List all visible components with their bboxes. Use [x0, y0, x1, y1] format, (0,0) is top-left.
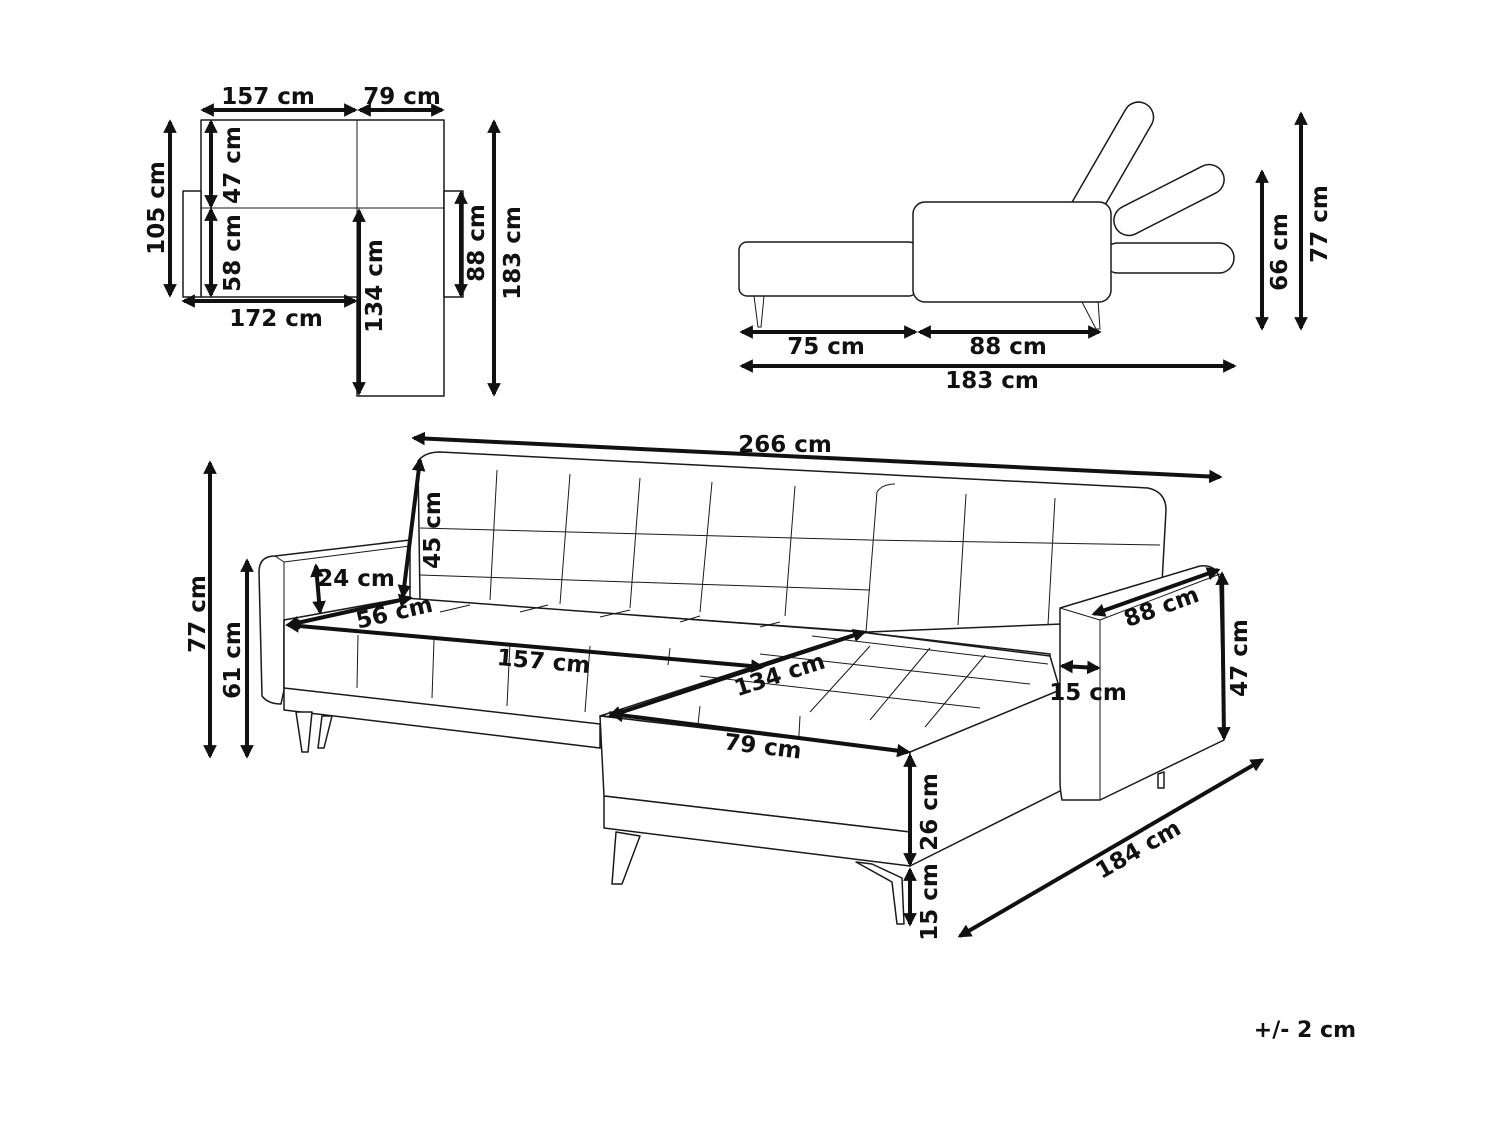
sofa-leg-front-right	[855, 861, 905, 925]
label-77-main: 77 cm	[185, 575, 211, 653]
sofa-leg-front-left	[611, 831, 641, 885]
sofa-leg-right-arm	[1157, 771, 1165, 789]
label-157-top: 157 cm	[221, 84, 315, 110]
top-view-plan: 157 cm 79 cm 105 cm 47 cm 58 cm 172 cm 1…	[144, 84, 526, 397]
dim-arrow-184	[957, 758, 1265, 938]
sofa-leg-back	[317, 715, 333, 749]
side-back-cushion	[912, 201, 1112, 303]
label-24: 24 cm	[317, 566, 395, 592]
side-seat	[738, 241, 918, 297]
label-26: 26 cm	[917, 773, 943, 851]
label-58-top: 58 cm	[220, 214, 246, 292]
left-arm-top-edge	[274, 545, 411, 620]
side-leg-right	[1080, 299, 1101, 330]
side-view: 75 cm 88 cm 183 cm 66 cm 77 cm	[738, 101, 1333, 394]
label-66-side: 66 cm	[1267, 213, 1293, 291]
tolerance-note: +/- 2 cm	[1254, 1018, 1356, 1043]
label-134-top: 134 cm	[362, 239, 388, 333]
dim-arrow-88-main	[1091, 567, 1221, 617]
side-leg-left	[753, 295, 765, 328]
label-77-side: 77 cm	[1307, 185, 1333, 263]
sofa-leg-left	[295, 711, 313, 753]
label-61: 61 cm	[220, 621, 246, 699]
label-15-arm: 15 cm	[1049, 680, 1127, 706]
backrest-tufting	[419, 469, 1161, 633]
label-183-top: 183 cm	[500, 206, 526, 300]
main-perspective-view: 266 cm 45 cm 24 cm 56 cm 157 cm 134 cm 8…	[185, 431, 1265, 941]
dim-arrow-45	[397, 457, 426, 599]
label-88-top: 88 cm	[464, 204, 490, 282]
label-45: 45 cm	[420, 491, 446, 569]
label-47-top: 47 cm	[220, 126, 246, 204]
label-47-main: 47 cm	[1227, 619, 1253, 697]
dim-arrow-266	[411, 431, 1223, 484]
dim-arrow-15-arm	[1059, 659, 1101, 675]
label-183-side: 183 cm	[945, 368, 1039, 394]
label-105: 105 cm	[144, 161, 170, 255]
plan-left-arm	[182, 190, 202, 298]
side-back-flat	[1102, 242, 1235, 274]
label-15-leg: 15 cm	[917, 863, 943, 941]
dim-arrow-79-main	[609, 708, 911, 758]
side-back-half	[1113, 163, 1225, 237]
sofa-main-base	[283, 687, 601, 749]
label-88-side: 88 cm	[969, 334, 1047, 360]
label-75-side: 75 cm	[787, 334, 865, 360]
label-172: 172 cm	[229, 306, 323, 332]
label-266: 266 cm	[738, 432, 832, 458]
label-79-top: 79 cm	[363, 84, 441, 110]
dim-arrow-134-main	[607, 628, 867, 720]
sofa-backrest	[417, 451, 1167, 633]
dim-arrow-47-main	[1215, 571, 1231, 741]
